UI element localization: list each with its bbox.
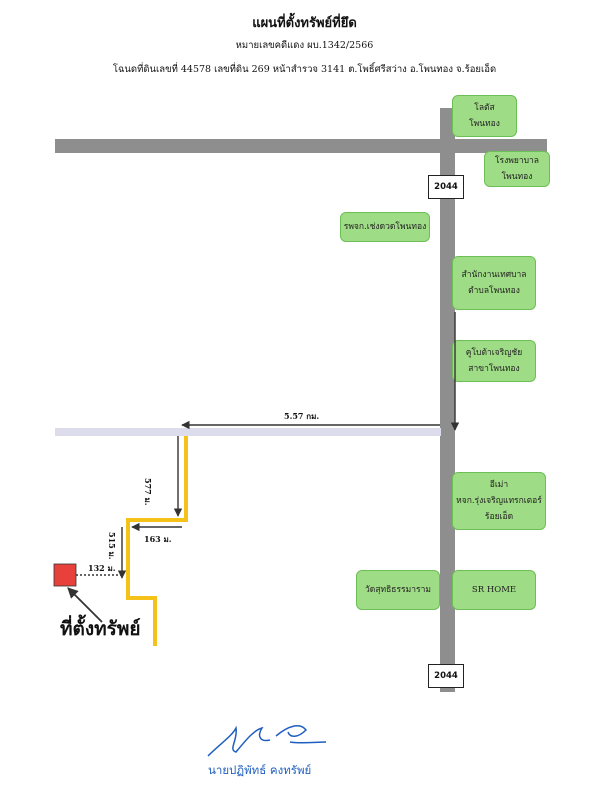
signature-mark [207,725,327,757]
side-road [55,428,441,436]
case-number: หมายเลขคดีแดง ผบ.1342/2566 [235,40,374,51]
landmark-label: โลตัส [474,103,495,113]
landmark-label: คูโบต้าเจริญชัย [465,348,523,358]
route-2044-top-label: 2044 [428,175,464,199]
route-2044-bottom-label: 2044 [428,664,464,688]
distance-label-577m: 577 ม. [143,478,153,506]
distance-label-132m: 132 ม. [88,563,116,573]
landmark-label: โพนทอง [501,172,533,182]
landmark-label: ตำบลโพนทอง [468,286,520,296]
map-title: แผนที่ตั้งทรัพย์ที่ยึด [252,16,357,31]
landmark-hospital: โรงพยาบาล โพนทอง [484,151,550,187]
landmark-lotus: โลตัส โพนทอง [452,95,517,137]
parcel-info: โฉนดที่ดินเลขที่ 44578 เลขที่ดิน 269 หน้… [112,64,497,75]
landmark-label: โรงพยาบาล [494,156,539,166]
landmark-temple: วัดสุทธิธรรมาราม [356,570,440,610]
highway-2044 [440,108,455,692]
property-marker [53,563,77,587]
landmark-kubota: คูโบต้าเจริญชัย สาขาโพนทอง [452,340,536,382]
landmark-label: รพจก.เช่งดวดโพนทอง [343,222,427,232]
landmark-label: วัดสุทธิธรรมาราม [365,585,431,595]
landmark-label: อีเม่า [489,480,509,490]
route-path [126,436,188,646]
main-road-horizontal [55,139,547,153]
landmark-label: ร้อยเอ็ด [484,512,514,522]
landmark-municipal-office: สำนักงานเทศบาล ตำบลโพนทอง [452,256,536,310]
landmark-school: รพจก.เช่งดวดโพนทอง [340,212,430,242]
distance-label-163m: 163 ม. [144,534,172,544]
landmark-label: SR HOME [471,585,517,595]
landmark-label: หจก.รุ่งเจริญแทรกเตอร์ [456,496,542,506]
distance-label-5-57km: 5.57 กม. [284,411,320,421]
signatory-name: นายปฏิพัทธ์ คงทรัพย์ [208,763,312,777]
landmark-tractor-dealer: อีเม่า หจก.รุ่งเจริญแทรกเตอร์ ร้อยเอ็ด [452,472,546,530]
landmark-sr-home: SR HOME [452,570,536,610]
distance-label-515m: 515 ม. [107,532,117,560]
landmark-label: สาขาโพนทอง [468,364,520,374]
property-label: ที่ตั้งทรัพย์ [60,618,141,640]
landmark-label: โพนทอง [469,119,500,129]
landmark-label: สำนักงานเทศบาล [461,270,527,280]
arrow-to-property [67,587,103,623]
